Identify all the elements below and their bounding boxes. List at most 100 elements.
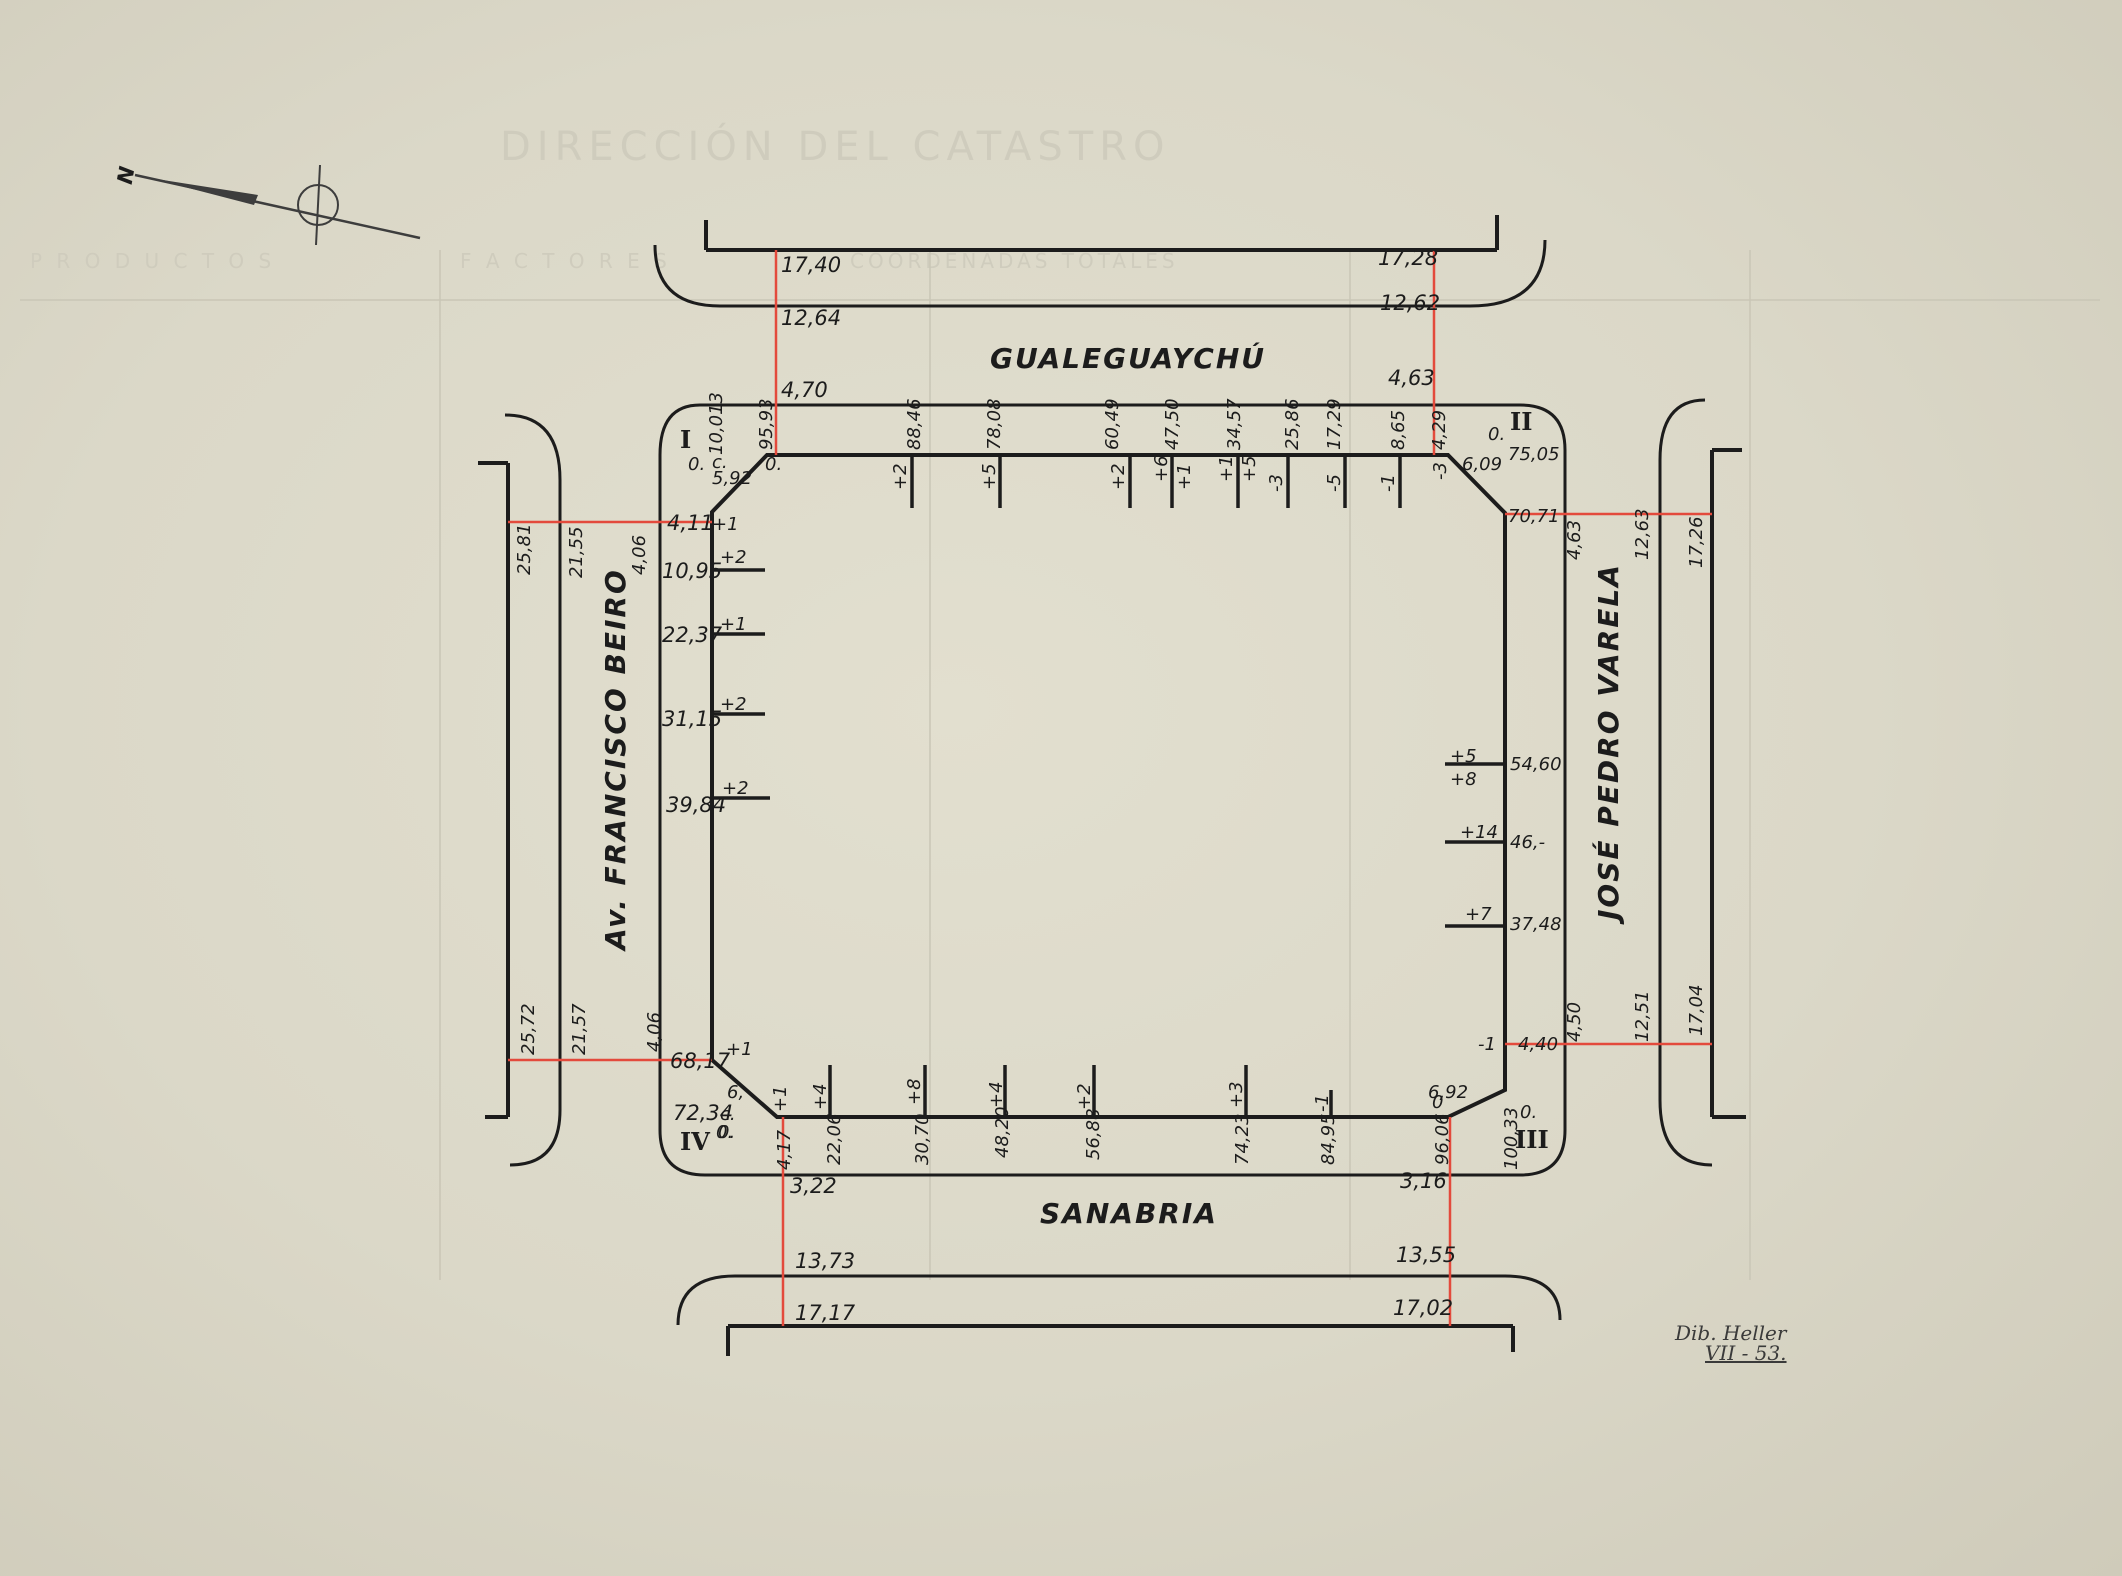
corner-label-II: II [1510,407,1532,436]
svg-text:17,04: 17,04 [1686,984,1707,1036]
svg-text:+2: +2 [722,778,749,799]
tie-lines [508,250,1712,1326]
svg-text:Dib. Heller: Dib. Heller [1674,1321,1788,1345]
svg-text:0.: 0. [765,454,782,475]
svg-text:+4: +4 [986,1081,1007,1108]
svg-text:+1: +1 [770,1085,791,1112]
top-edge-measurements: 17,40 12,64 4,70 17,28 12,62 4,63 10,013… [688,246,1505,492]
svg-text:-3: -3 [1266,474,1287,492]
north-label: N [113,164,140,186]
svg-text:+2: +2 [720,547,747,568]
svg-text:13,55: 13,55 [1396,1243,1456,1267]
svg-text:+7: +7 [1465,904,1492,925]
svg-text:12,51: 12,51 [1632,990,1653,1042]
svg-text:68,17: 68,17 [670,1049,731,1073]
svg-text:88,46: 88,46 [904,398,925,450]
street-curbs [478,215,1746,1356]
svg-text:+5: +5 [1239,455,1260,482]
svg-text:21,55: 21,55 [566,526,587,578]
svg-text:25,72: 25,72 [518,1003,539,1055]
svg-text:54,60: 54,60 [1510,754,1562,775]
svg-text:74,23: 74,23 [1232,1113,1253,1165]
corner-label-III: III [1515,1125,1549,1154]
svg-text:17,26: 17,26 [1686,516,1707,568]
street-name-right: JOSÉ PEDRO VARELA [1591,563,1625,925]
corner-label-IV: IV [680,1127,710,1156]
faded-field-coordenadas: COORDENADAS TOTALES [850,249,1179,273]
svg-text:0.: 0. [718,1122,735,1143]
svg-text:0.: 0. [1488,424,1505,445]
block-outline [658,403,1567,1177]
svg-text:17,40: 17,40 [781,253,841,277]
svg-text:10,013: 10,013 [706,392,727,455]
svg-text:22,06: 22,06 [824,1113,845,1165]
svg-text:-1: -1 [1378,474,1399,492]
svg-text:34,57: 34,57 [1224,398,1245,450]
svg-text:-1: -1 [1478,1034,1496,1055]
svg-text:56,88: 56,88 [1083,1108,1104,1160]
svg-text:3,22: 3,22 [790,1174,837,1198]
bottom-edge-measurements: 3,22 13,73 17,17 3,16 13,55 17,02 4,17 2… [718,1078,1537,1325]
svg-text:4,06: 4,06 [629,535,650,575]
svg-text:78,08: 78,08 [984,398,1005,450]
svg-text:+6: +6 [1151,455,1172,482]
svg-text:46,-: 46,- [1510,832,1545,853]
svg-text:-1: -1 [1312,1094,1333,1112]
svg-text:47,50: 47,50 [1162,398,1183,450]
corner-label-I: I [680,425,691,454]
svg-text:+8: +8 [904,1078,925,1105]
svg-text:48,20: 48,20 [992,1106,1013,1158]
svg-text:30,70: 30,70 [912,1113,933,1165]
svg-text:+1: +1 [1174,463,1195,490]
svg-text:12,63: 12,63 [1632,508,1653,560]
svg-text:21,57: 21,57 [569,1003,590,1055]
svg-text:4,06: 4,06 [644,1012,665,1052]
svg-text:+5: +5 [979,463,1000,490]
faded-field-productos: P R O D U C T O S [30,249,275,273]
svg-text:+5: +5 [1450,746,1477,767]
svg-text:+1: +1 [726,1039,753,1060]
svg-text:+1: +1 [712,514,739,535]
svg-text:17,02: 17,02 [1393,1296,1453,1320]
svg-text:+2: +2 [1074,1083,1095,1110]
svg-text:12,64: 12,64 [781,306,841,330]
svg-text:4,29: 4,29 [1429,410,1450,450]
svg-text:13,73: 13,73 [795,1249,855,1273]
svg-text:VII - 53.: VII - 53. [1705,1341,1787,1365]
svg-text:39,84: 39,84 [666,793,726,817]
svg-text:37,48: 37,48 [1510,914,1562,935]
svg-text:17,17: 17,17 [795,1301,856,1325]
street-name-top: GUALEGUAYCHÚ [990,341,1266,375]
svg-text:4,17: 4,17 [774,1129,795,1170]
svg-text:+4: +4 [810,1083,831,1110]
svg-text:100,33: 100,33 [1501,1107,1522,1170]
svg-text:0.: 0. [1520,1102,1537,1123]
svg-text:6,: 6, [727,1082,744,1103]
svg-text:+1: +1 [1216,455,1237,482]
svg-text:22,37: 22,37 [662,623,723,647]
svg-text:c.: c. [712,452,728,473]
left-edge-measurements: 25,81 21,55 4,06 25,72 21,57 4,06 4,11 1… [514,468,753,1143]
svg-text:4,11: 4,11 [667,511,714,535]
svg-text:4,63: 4,63 [1388,366,1435,390]
svg-text:5,92: 5,92 [712,468,752,489]
svg-text:-5: -5 [1324,474,1345,492]
svg-text:+2: +2 [1108,463,1129,490]
lot-boundary [710,453,1507,1119]
svg-text:75,05: 75,05 [1508,444,1560,465]
svg-text:84,95: 84,95 [1318,1113,1339,1165]
svg-text:0.: 0. [716,1122,733,1143]
svg-text:4,50: 4,50 [1564,1002,1585,1042]
svg-text:4,40: 4,40 [1518,1034,1558,1055]
svg-text:+1: +1 [720,614,747,635]
svg-text:c.: c. [720,1104,736,1125]
svg-text:4,70: 4,70 [781,378,828,402]
svg-text:8,65: 8,65 [1388,410,1409,450]
right-edge-measurements: 4,63 12,63 17,26 4,50 12,51 17,04 75,05 … [1428,444,1707,1103]
svg-text:95,93: 95,93 [756,398,777,450]
faded-field-factores: F A C T O R E S [460,249,671,273]
svg-text:0: 0 [1432,1092,1443,1113]
svg-text:+14: +14 [1460,822,1498,843]
